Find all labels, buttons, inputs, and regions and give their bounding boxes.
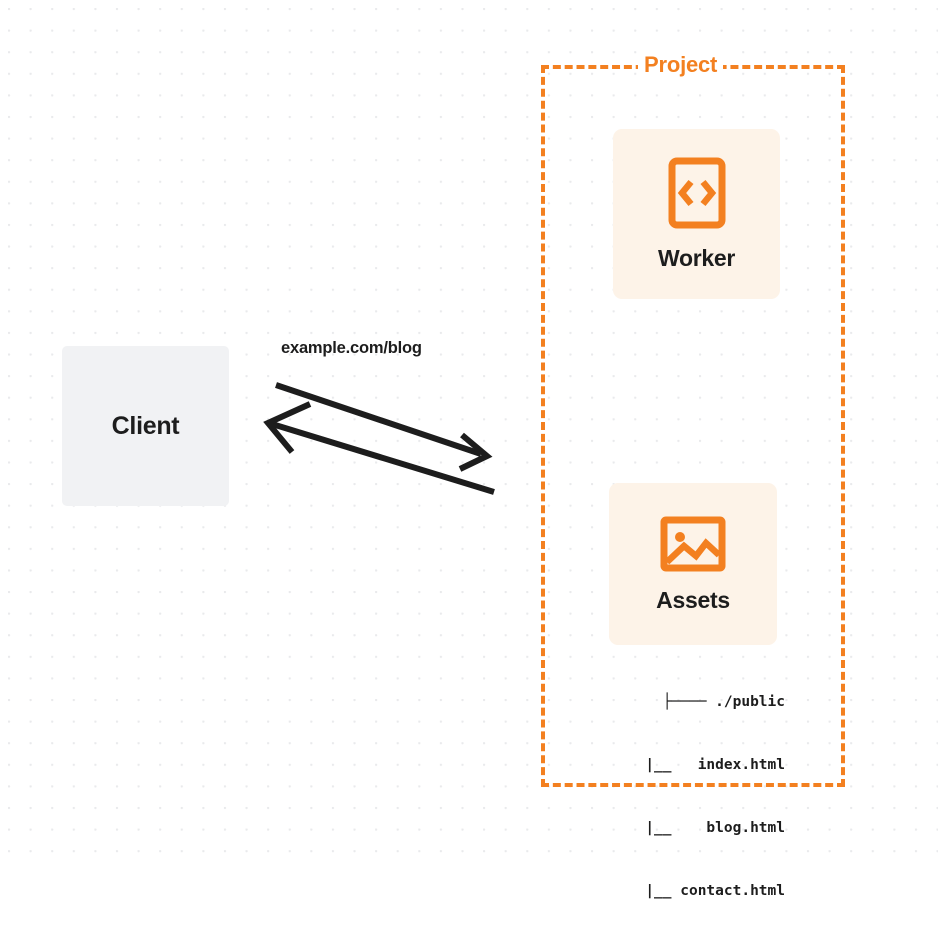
code-brackets-icon xyxy=(668,157,726,229)
request-arrow xyxy=(275,382,493,472)
file-tree-row: |__ contact.html xyxy=(601,883,785,899)
image-icon xyxy=(660,515,726,573)
response-arrow xyxy=(263,401,495,495)
worker-card[interactable]: Worker xyxy=(613,129,780,299)
client-node[interactable]: Client xyxy=(62,346,229,506)
project-title: Project xyxy=(638,50,724,80)
diagram-canvas: Client example.com/blog Project Worker xyxy=(0,0,938,899)
worker-card-label: Worker xyxy=(657,244,736,271)
request-url-label: example.com/blog xyxy=(281,339,422,357)
assets-file-tree: ├──── ./public |__ index.html |__ blog.h… xyxy=(585,650,785,944)
file-tree-row: |__ index.html xyxy=(601,757,785,773)
assets-card[interactable]: Assets xyxy=(609,483,777,645)
client-node-label: Client xyxy=(111,411,180,440)
file-tree-row: ├──── ./public xyxy=(662,694,785,710)
assets-card-label: Assets xyxy=(656,586,730,613)
file-tree-row: |__ blog.html xyxy=(601,820,785,836)
